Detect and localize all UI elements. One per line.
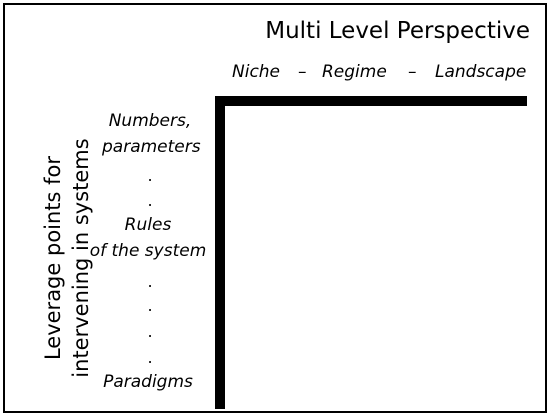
leverage-label-line: Rules	[124, 215, 172, 235]
ellipsis-dot: .	[147, 322, 153, 341]
leverage-rules-of-system: Rules of the system	[86, 212, 210, 264]
level-separator: –	[298, 62, 307, 82]
diagram-frame	[3, 3, 547, 413]
level-niche: Niche	[232, 62, 281, 82]
leverage-label-line: Numbers,	[108, 111, 192, 131]
diagram-title: Multi Level Perspective	[265, 18, 530, 44]
ellipsis-dot: .	[147, 191, 153, 210]
ellipsis-dot: .	[147, 272, 153, 291]
leverage-numbers-parameters: Numbers, parameters	[102, 108, 201, 160]
leverage-label-line: parameters	[102, 137, 201, 157]
ellipsis-dot: .	[147, 296, 153, 315]
leverage-label-line: of the system	[89, 241, 207, 261]
level-regime: Regime	[322, 62, 387, 82]
level-separator: –	[408, 62, 417, 82]
ellipsis-dot: .	[147, 166, 153, 185]
horizontal-axis	[215, 96, 527, 106]
ellipsis-dot: .	[147, 348, 153, 367]
vertical-axis	[215, 96, 225, 409]
leverage-paradigms: Paradigms	[103, 372, 193, 392]
vertical-label-line: Leverage points for	[41, 155, 65, 361]
level-landscape: Landscape	[435, 62, 527, 82]
